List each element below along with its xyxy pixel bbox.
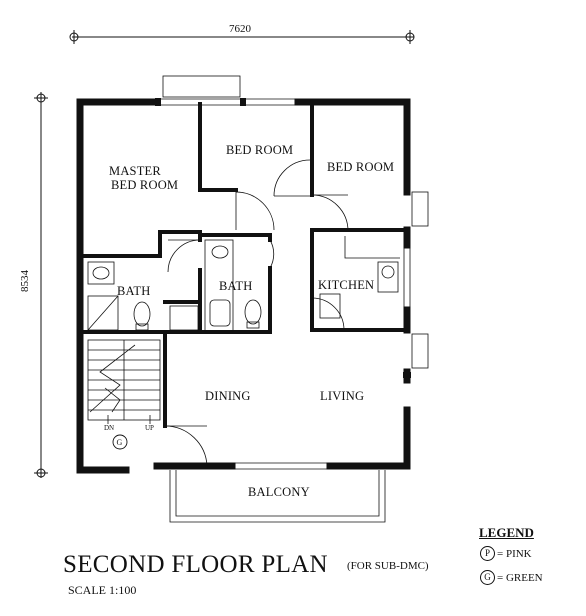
balcony-railing — [169, 470, 386, 523]
toilet-left — [133, 301, 151, 327]
exterior-walls — [76, 98, 411, 474]
room-label-balcony: BALCONY — [248, 485, 310, 499]
bath-fixtures — [87, 236, 400, 333]
page-title: SECOND FLOOR PLAN — [63, 551, 328, 578]
legend-item-green: G = GREEN — [480, 570, 543, 585]
page-subtitle: (FOR SUB-DMC) — [347, 560, 429, 572]
scale-label: SCALE 1:100 — [68, 583, 137, 597]
room-label-living: LIVING — [320, 389, 364, 403]
legend-pink-key-icon: P — [480, 546, 495, 561]
kitchen-sink — [377, 261, 399, 293]
room-label-kitchen: KITCHEN — [318, 278, 374, 292]
green-marker-icon — [112, 434, 128, 450]
legend-title: LEGEND — [479, 525, 534, 540]
room-label-bath-center: BATH — [219, 279, 252, 293]
toilet-center — [244, 299, 262, 325]
kitchen-counter — [319, 293, 341, 319]
stair-marker-label: G — [117, 438, 123, 447]
door-bedroom1 — [235, 191, 275, 231]
sink-left — [87, 261, 115, 285]
shower-left — [87, 295, 119, 331]
legend-green-key-icon: G — [480, 570, 495, 585]
door-swings — [164, 159, 349, 467]
interior-walls — [82, 102, 409, 428]
room-label-bedroom-2: BED ROOM — [327, 160, 394, 174]
room-label-dining: DINING — [205, 389, 251, 403]
staircase — [87, 339, 161, 424]
legend-item-pink: P = PINK — [480, 546, 532, 561]
dimension-width-label: 7620 — [229, 23, 252, 35]
tub-center — [204, 239, 234, 333]
bay-window-top — [162, 75, 241, 98]
closet-center — [169, 305, 199, 331]
legend-green-label: = GREEN — [497, 571, 543, 584]
room-label-bath-left: BATH — [117, 284, 150, 298]
room-label-bedroom-1: BED ROOM — [226, 143, 293, 157]
window-right-upper — [411, 191, 429, 227]
stair-dn-label: DN — [104, 424, 114, 432]
room-label-master: MASTER — [109, 164, 161, 178]
room-label-master-bedroom: BED ROOM — [111, 178, 178, 192]
window-right-lower — [411, 333, 429, 369]
dimension-height-label: 8534 — [19, 270, 31, 293]
legend-pink-label: = PINK — [497, 547, 532, 560]
stair-up-label: UP — [145, 424, 154, 432]
